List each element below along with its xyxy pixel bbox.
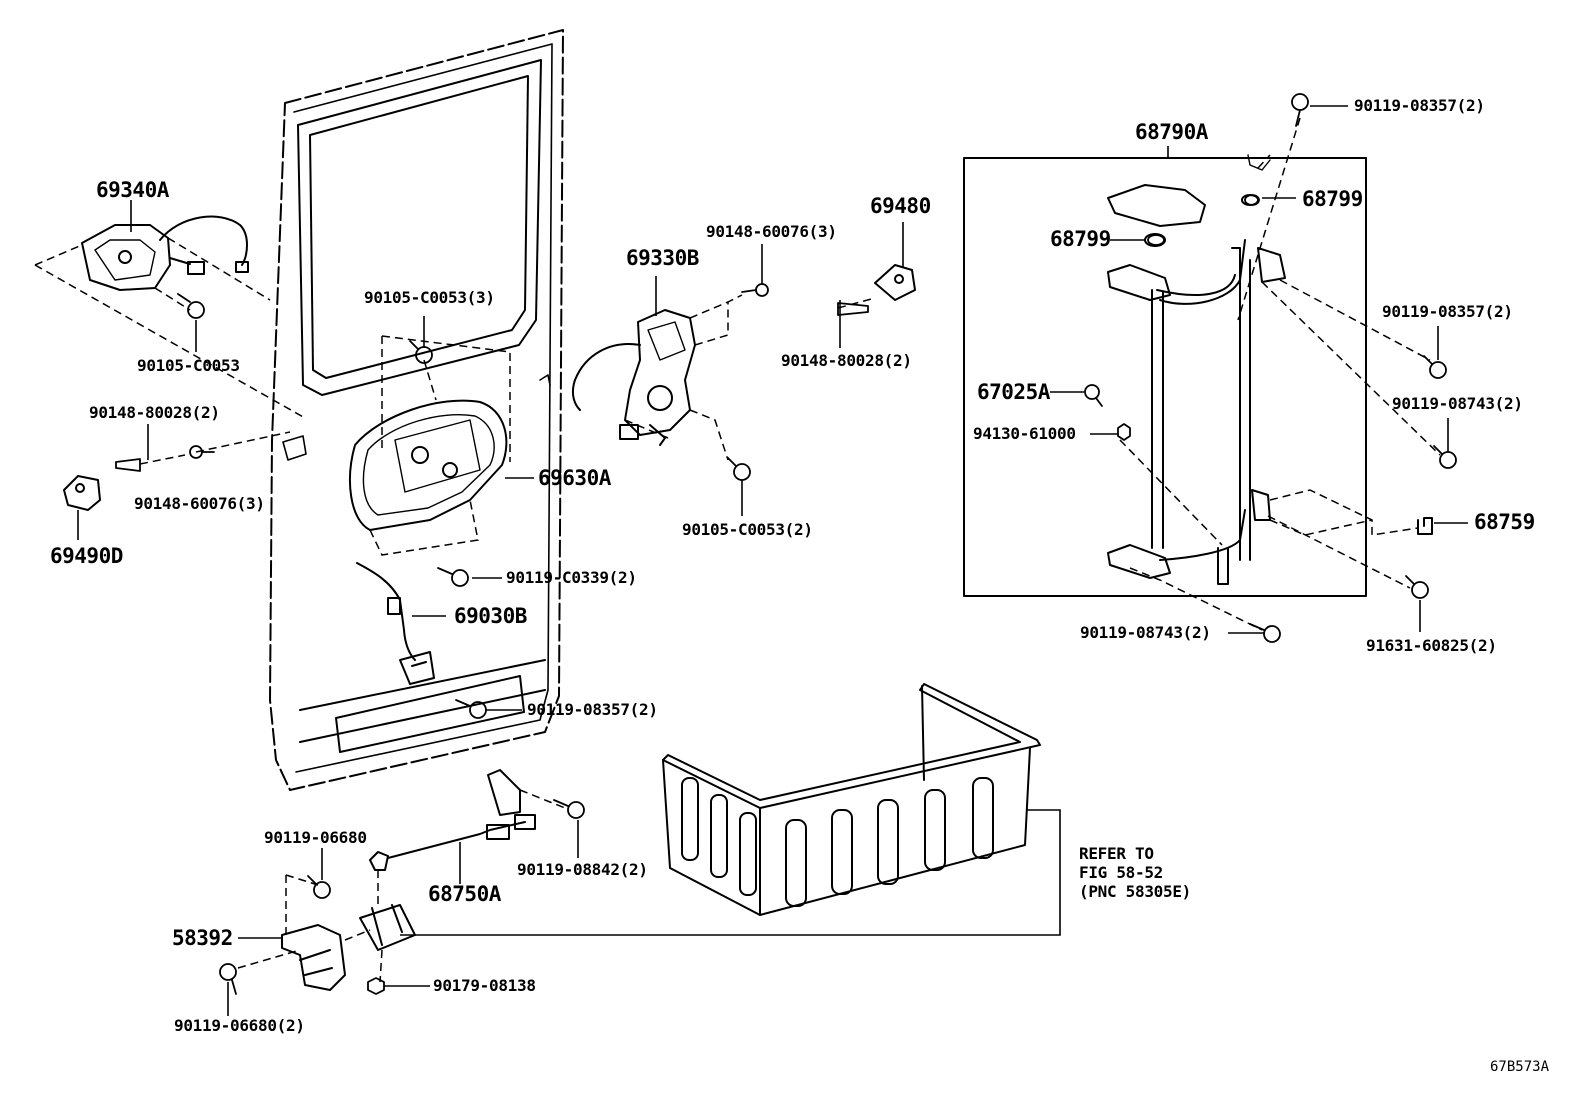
part-label-68799-right: 68799: [1302, 187, 1363, 211]
part-label-90148-80028-2a: 90148-80028(2): [89, 403, 220, 422]
part-label-69340A: 69340A: [96, 178, 169, 202]
hinge-plate: [63, 475, 101, 511]
part-label-68790A: 68790A: [1135, 120, 1208, 144]
back-door-panel: [269, 29, 564, 791]
striker: [874, 264, 916, 301]
part-label-90119-08357-2a: 90119-08357(2): [527, 700, 658, 719]
part-label-90119-08357-2c: 90119-08357(2): [1382, 302, 1513, 321]
assembly-frame: [963, 157, 1367, 597]
part-label-94130-61000: 94130-61000: [973, 424, 1076, 443]
part-label-69630A: 69630A: [538, 466, 611, 490]
cargo-partition: [662, 683, 1041, 916]
door-lock-assembly: [81, 215, 249, 291]
part-label-69480: 69480: [870, 194, 931, 218]
part-label-90119-08743-2b: 90119-08743(2): [1080, 623, 1211, 642]
reference-note-line1: REFER TO: [1079, 844, 1154, 863]
dashed-leaders: [34, 117, 1441, 983]
part-label-68759: 68759: [1474, 510, 1535, 534]
door-lock-motor: [571, 309, 696, 446]
part-label-69330B: 69330B: [626, 246, 699, 270]
part-label-90105-C0053-2: 90105-C0053(2): [682, 520, 813, 539]
part-label-90105-C0053: 90105-C0053: [137, 356, 240, 375]
bolt-icons: [115, 93, 1457, 995]
part-label-68750A: 68750A: [428, 882, 501, 906]
part-label-90148-60076-3a: 90148-60076(3): [134, 494, 265, 513]
wire-harness: [356, 562, 435, 685]
part-label-90148-80028-2b: 90148-80028(2): [781, 351, 912, 370]
clip: [1417, 517, 1433, 535]
door-lock-control: [349, 399, 508, 531]
part-label-67025A: 67025A: [977, 380, 1050, 404]
bracket-58392: [281, 924, 346, 991]
part-label-90119-06680-2: 90119-06680(2): [174, 1016, 305, 1035]
cable-68750A: [359, 769, 536, 951]
figure-id: 67B573A: [1490, 1059, 1550, 1075]
part-label-58392: 58392: [172, 926, 233, 950]
part-label-90119-08357-2b: 90119-08357(2): [1354, 96, 1485, 115]
part-label-69490D: 69490D: [50, 544, 123, 568]
reference-note-line3: (PNC 58305E): [1079, 882, 1191, 901]
reference-note-line2: FIG 58-52: [1079, 863, 1163, 882]
part-label-90119-C0339-2: 90119-C0339(2): [506, 568, 637, 587]
part-label-90119-06680: 90119-06680: [264, 828, 367, 847]
part-label-90105-C0053-3: 90105-C0053(3): [364, 288, 495, 307]
step-bar-assembly: [1107, 154, 1286, 585]
part-label-91631-60825-2: 91631-60825(2): [1366, 636, 1497, 655]
part-label-90148-60076-3b: 90148-60076(3): [706, 222, 837, 241]
part-label-90119-08842-2: 90119-08842(2): [517, 860, 648, 879]
part-label-68799-left: 68799: [1050, 227, 1111, 251]
part-label-90119-08743-2a: 90119-08743(2): [1392, 394, 1523, 413]
part-label-90179-08138: 90179-08138: [433, 976, 536, 995]
solid-leaders: [77, 105, 1468, 1016]
part-label-69030B: 69030B: [454, 604, 527, 628]
